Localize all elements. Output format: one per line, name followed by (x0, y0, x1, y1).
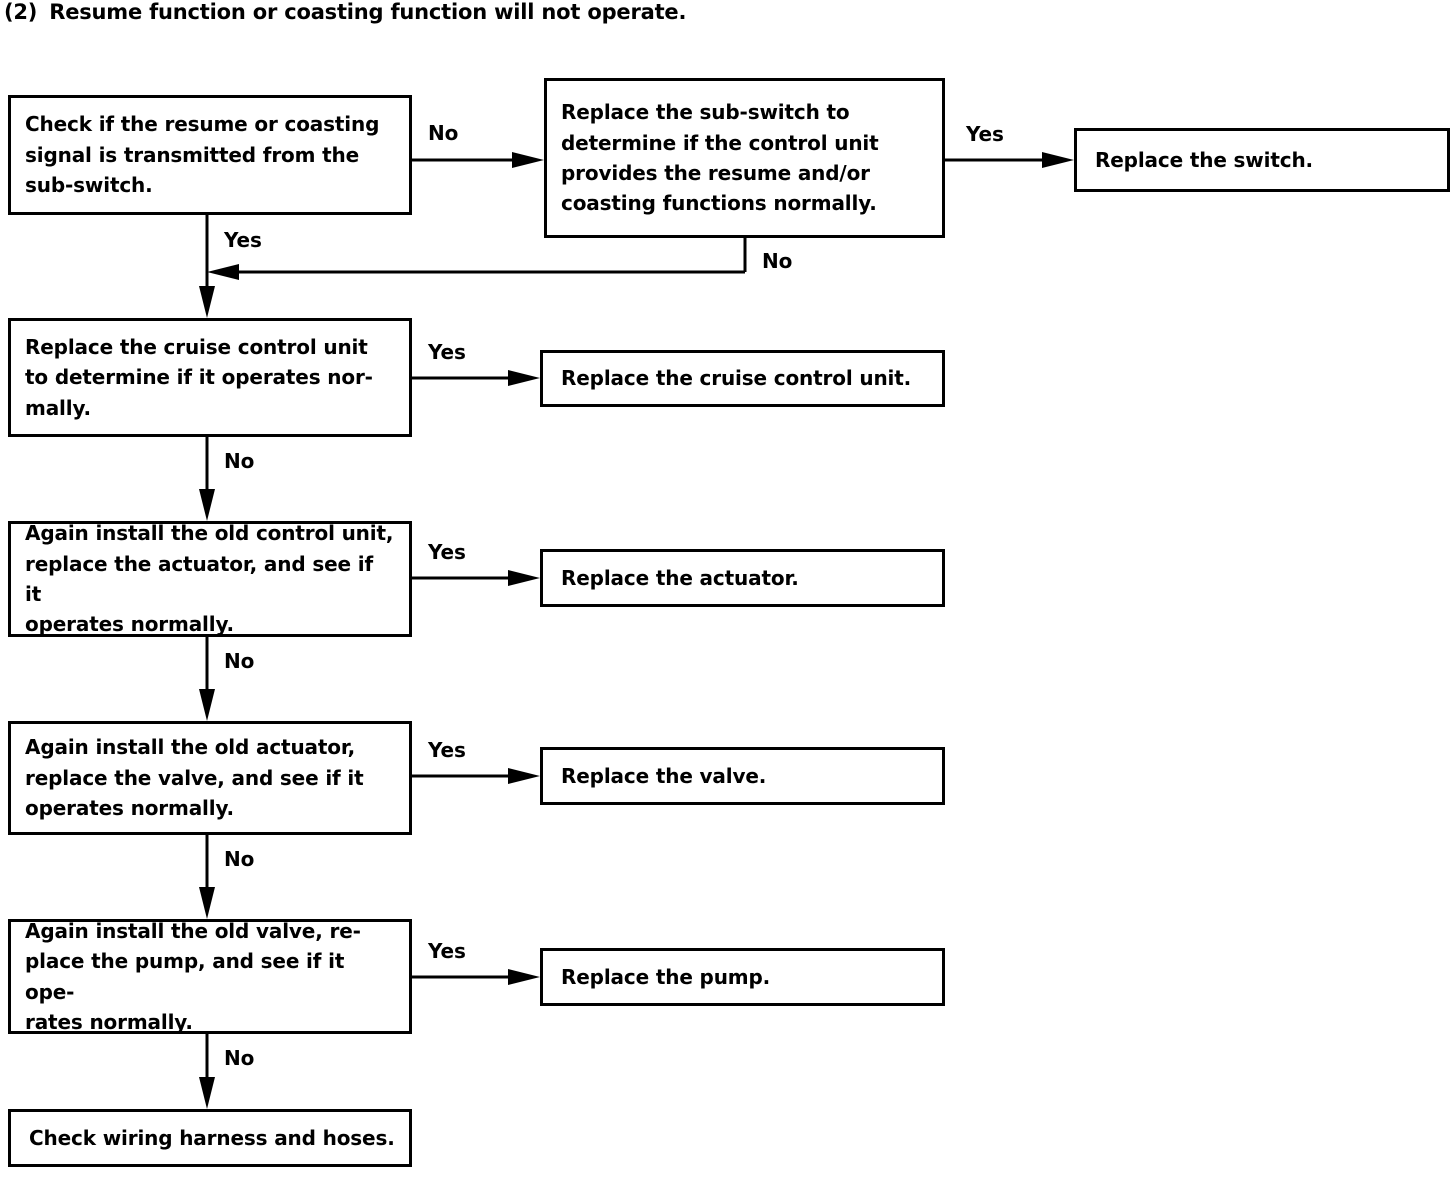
node-replace-pump-test[interactable]: Again install the old valve, re- place t… (8, 919, 412, 1034)
edge-label-yes-6: Yes (428, 939, 466, 963)
node-text: Replace the sub-switch to determine if t… (561, 100, 879, 216)
edge-label-no-3: No (224, 449, 255, 473)
arrowhead-right-3 (508, 370, 540, 386)
node-text: Replace the switch. (1095, 147, 1313, 172)
node-replace-cruise-control-unit[interactable]: Replace the cruise control unit. (540, 350, 945, 407)
edge-label-yes-5: Yes (428, 738, 466, 762)
node-text: Replace the actuator. (561, 565, 799, 590)
node-text: Check wiring harness and hoses. (29, 1125, 395, 1150)
node-replace-valve[interactable]: Replace the valve. (540, 747, 945, 805)
edge-label-no-2: No (762, 249, 793, 273)
node-text: Check if the resume or coasting signal i… (25, 112, 380, 198)
arrowhead-left-1 (207, 264, 239, 280)
arrowhead-right-2 (1042, 152, 1074, 168)
node-replace-subswitch-test[interactable]: Replace the sub-switch to determine if t… (544, 78, 945, 238)
edge-label-no-5: No (224, 847, 255, 871)
arrowhead-down-2 (199, 689, 215, 721)
arrowhead-right-5 (508, 768, 540, 784)
node-replace-valve-test[interactable]: Again install the old actuator, replace … (8, 721, 412, 835)
node-text: Again install the old actuator, replace … (25, 735, 364, 821)
arrowhead-down-3 (199, 887, 215, 919)
arrowhead-right-6 (508, 969, 540, 985)
arrowhead-down-0 (199, 286, 215, 318)
node-replace-actuator[interactable]: Replace the actuator. (540, 549, 945, 607)
arrowhead-right-4 (508, 570, 540, 586)
arrowhead-down-1 (199, 489, 215, 521)
page-title: (2) Resume function or coasting function … (4, 0, 686, 24)
node-replace-cruise-control-unit-test[interactable]: Replace the cruise control unit to deter… (8, 318, 412, 437)
node-text: Replace the cruise control unit to deter… (25, 334, 373, 420)
node-text: Replace the cruise control unit. (561, 366, 912, 391)
edge-label-yes-4: Yes (428, 540, 466, 564)
edge-label-yes-3: Yes (428, 340, 466, 364)
edge-label-no-4: No (224, 649, 255, 673)
node-replace-pump[interactable]: Replace the pump. (540, 948, 945, 1006)
node-text: Again install the old control unit, repl… (25, 521, 394, 637)
node-replace-actuator-test[interactable]: Again install the old control unit, repl… (8, 521, 412, 637)
page-title-text: Resume function or coasting function wil… (49, 0, 687, 24)
node-check-wiring-harness[interactable]: Check wiring harness and hoses. (8, 1109, 412, 1167)
node-text: Replace the pump. (561, 964, 771, 989)
node-text: Again install the old valve, re- place t… (25, 918, 361, 1034)
arrowhead-right-1 (512, 152, 544, 168)
edge-label-no-6: No (224, 1046, 255, 1070)
arrowhead-down-4 (199, 1077, 215, 1109)
edge-label-no-1: No (428, 121, 459, 145)
node-check-subswitch-signal[interactable]: Check if the resume or coasting signal i… (8, 95, 412, 215)
edge-label-yes-1: Yes (224, 228, 262, 252)
page-title-number: (2) (4, 0, 38, 24)
node-text: Replace the valve. (561, 763, 767, 788)
node-replace-switch[interactable]: Replace the switch. (1074, 128, 1450, 192)
edge-label-yes-2: Yes (966, 122, 1004, 146)
